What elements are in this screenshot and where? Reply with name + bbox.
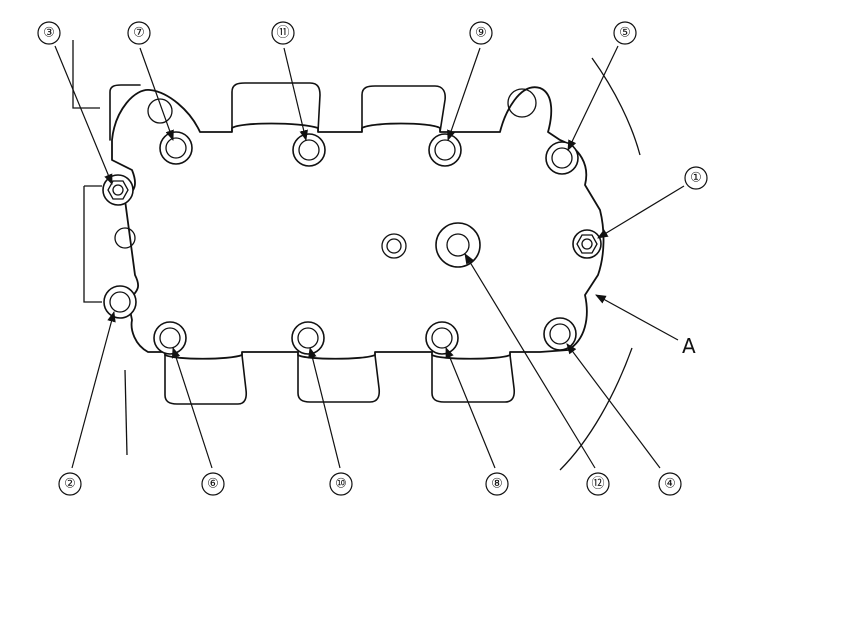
- callout-label-b8: ⑧: [491, 477, 503, 492]
- callout-label-b10: ⑩: [335, 477, 347, 492]
- callout-b10: ⑩: [329, 472, 353, 496]
- callout-b9: ⑨: [469, 21, 493, 45]
- callout-label-b5: ⑤: [619, 26, 631, 41]
- callout-b8: ⑧: [485, 472, 509, 496]
- callout-b12: ⑫: [586, 472, 610, 496]
- callout-label-b4: ④: [664, 477, 676, 492]
- bolt-b12: [435, 222, 481, 268]
- bolt-b8: [425, 321, 459, 355]
- bolt-b11: [292, 133, 326, 167]
- callout-label-b6: ⑥: [207, 477, 219, 492]
- callout-b11: ⑪: [271, 21, 295, 45]
- callout-label-b1: ①: [690, 171, 702, 186]
- part-label-a: A: [682, 334, 696, 358]
- callout-b2: ②: [58, 472, 82, 496]
- callout-b1: ①: [684, 166, 708, 190]
- bolt-b6: [153, 321, 187, 355]
- lower-port-tabs: [164, 354, 516, 405]
- callout-b5: ⑤: [613, 21, 637, 45]
- bolts: [102, 131, 602, 355]
- bolt-b2: [103, 285, 137, 319]
- callout-b3: ③: [37, 21, 61, 45]
- leader-lines: [54, 45, 685, 469]
- bolt-b9: [428, 133, 462, 167]
- upper-port-tabs: [109, 82, 446, 141]
- bolt-b5: [545, 141, 579, 175]
- bolt-b4: [543, 317, 577, 351]
- callout-label-b3: ③: [43, 26, 55, 41]
- bolt-b7: [159, 131, 193, 165]
- callout-b7: ⑦: [127, 21, 151, 45]
- callout-label-b11: ⑪: [276, 26, 289, 41]
- bolt-b3: [102, 174, 134, 206]
- callout-label-b2: ②: [64, 477, 76, 492]
- callout-label-b12: ⑫: [591, 477, 604, 492]
- callout-b4: ④: [658, 472, 682, 496]
- callout-label-b7: ⑦: [133, 26, 145, 41]
- bolt-b10: [291, 321, 325, 355]
- bolt-b1: [572, 229, 602, 259]
- callout-b6: ⑥: [201, 472, 225, 496]
- housing-outline: [72, 40, 641, 471]
- callout-label-b9: ⑨: [475, 26, 487, 41]
- manifold-plate: [111, 86, 605, 360]
